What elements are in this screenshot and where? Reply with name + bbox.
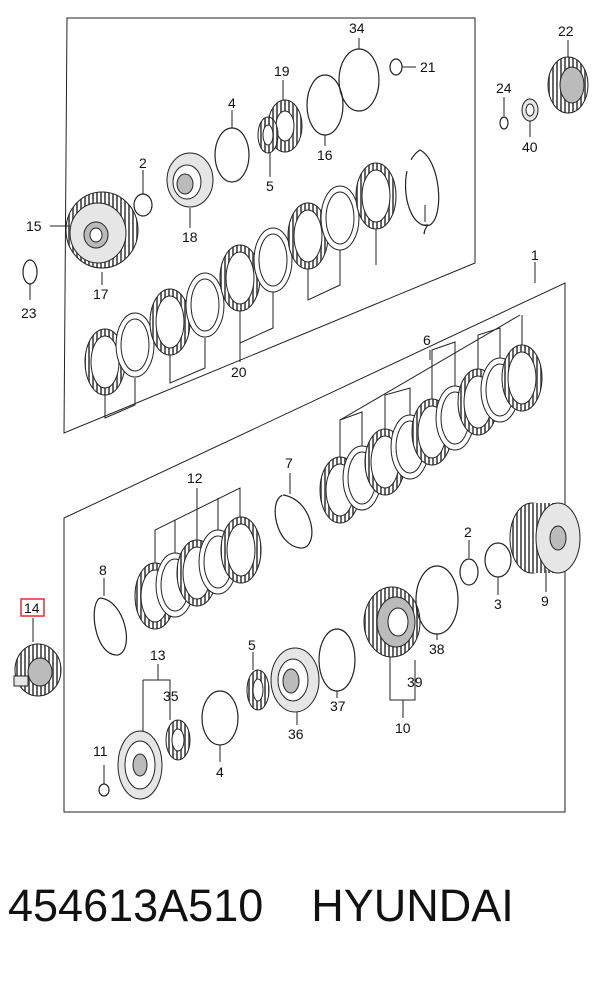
label-5: 5 bbox=[266, 178, 274, 194]
upper-assembly-frame bbox=[63, 17, 476, 434]
label-12: 12 bbox=[187, 470, 203, 486]
label-40: 40 bbox=[522, 139, 538, 155]
label-2: 2 bbox=[139, 155, 147, 171]
label-3: 3 bbox=[494, 596, 502, 612]
part-35-needle-bearing bbox=[165, 719, 191, 761]
part-17-hub-gear bbox=[65, 191, 139, 269]
part-7-snap-ring-lower bbox=[274, 494, 313, 549]
label-10: 10 bbox=[395, 720, 411, 736]
label-15: 15 bbox=[26, 218, 42, 234]
label-13: 13 bbox=[150, 647, 166, 663]
label-36: 36 bbox=[288, 726, 304, 742]
label-4: 4 bbox=[228, 95, 236, 111]
label-2-lower: 2 bbox=[464, 524, 472, 540]
part-39-gear-drum bbox=[363, 586, 421, 658]
part-2-small-ring-lower bbox=[459, 558, 479, 586]
part-2-small-ring bbox=[133, 193, 153, 217]
label-20: 20 bbox=[231, 364, 247, 380]
part-23-ring bbox=[22, 259, 38, 285]
label-21: 21 bbox=[420, 59, 436, 75]
label-35: 35 bbox=[163, 688, 179, 704]
label-9: 9 bbox=[541, 593, 549, 609]
label-23: 23 bbox=[21, 305, 37, 321]
part-20-clutch-pack bbox=[84, 162, 397, 396]
label-14: 14 bbox=[24, 600, 40, 616]
part-11-snap-ring bbox=[98, 783, 110, 797]
part-13-hub bbox=[117, 730, 163, 800]
part-34-ring bbox=[338, 48, 380, 112]
footer-caption: 454613A510 HYUNDAI bbox=[8, 880, 598, 932]
part-37-ring bbox=[318, 628, 356, 692]
label-39: 39 bbox=[407, 674, 423, 690]
part-18-piston bbox=[166, 152, 214, 208]
label-18: 18 bbox=[182, 229, 198, 245]
part-38-ring bbox=[415, 565, 459, 635]
part-16-ring bbox=[306, 74, 344, 136]
part-9-clutch-drum bbox=[509, 502, 581, 574]
brand-name: HYUNDAI bbox=[311, 880, 514, 931]
part-5-needle-bearing bbox=[257, 116, 279, 154]
part-4-ring-lower bbox=[201, 690, 239, 746]
label-22: 22 bbox=[558, 23, 574, 39]
label-8: 8 bbox=[99, 562, 107, 578]
label-7-lower: 7 bbox=[285, 455, 293, 471]
label-7: 7 bbox=[421, 221, 429, 237]
label-4-lower: 4 bbox=[216, 764, 224, 780]
part-24-snap-ring bbox=[499, 116, 509, 130]
part-number: 454613A510 bbox=[8, 880, 264, 931]
part-5-needle-bearing-lower bbox=[246, 669, 270, 711]
part-12-clutch-pack bbox=[134, 516, 262, 630]
highlight-box-14 bbox=[20, 598, 45, 617]
label-5-lower: 5 bbox=[248, 637, 256, 653]
label-6: 6 bbox=[423, 332, 431, 348]
label-1: 1 bbox=[531, 247, 539, 263]
part-36-piston bbox=[270, 647, 320, 713]
part-8-snap-ring bbox=[93, 597, 127, 656]
label-16: 16 bbox=[317, 147, 333, 163]
lower-assembly-frame bbox=[63, 282, 566, 813]
label-19: 19 bbox=[274, 63, 290, 79]
part-22-gear bbox=[547, 56, 589, 114]
label-38: 38 bbox=[429, 641, 445, 657]
label-34: 34 bbox=[349, 20, 365, 36]
part-3-ring bbox=[484, 542, 512, 578]
part-21-snap-ring bbox=[389, 58, 403, 76]
part-14-output-gear bbox=[13, 643, 62, 697]
label-24: 24 bbox=[496, 80, 512, 96]
label-37: 37 bbox=[330, 698, 346, 714]
part-7-snap-ring-upper bbox=[404, 149, 440, 226]
part-40-washer bbox=[521, 98, 539, 122]
label-17: 17 bbox=[93, 286, 109, 302]
part-6-clutch-pack bbox=[319, 344, 543, 524]
part-4-ring bbox=[214, 127, 250, 183]
label-11: 11 bbox=[93, 743, 108, 759]
